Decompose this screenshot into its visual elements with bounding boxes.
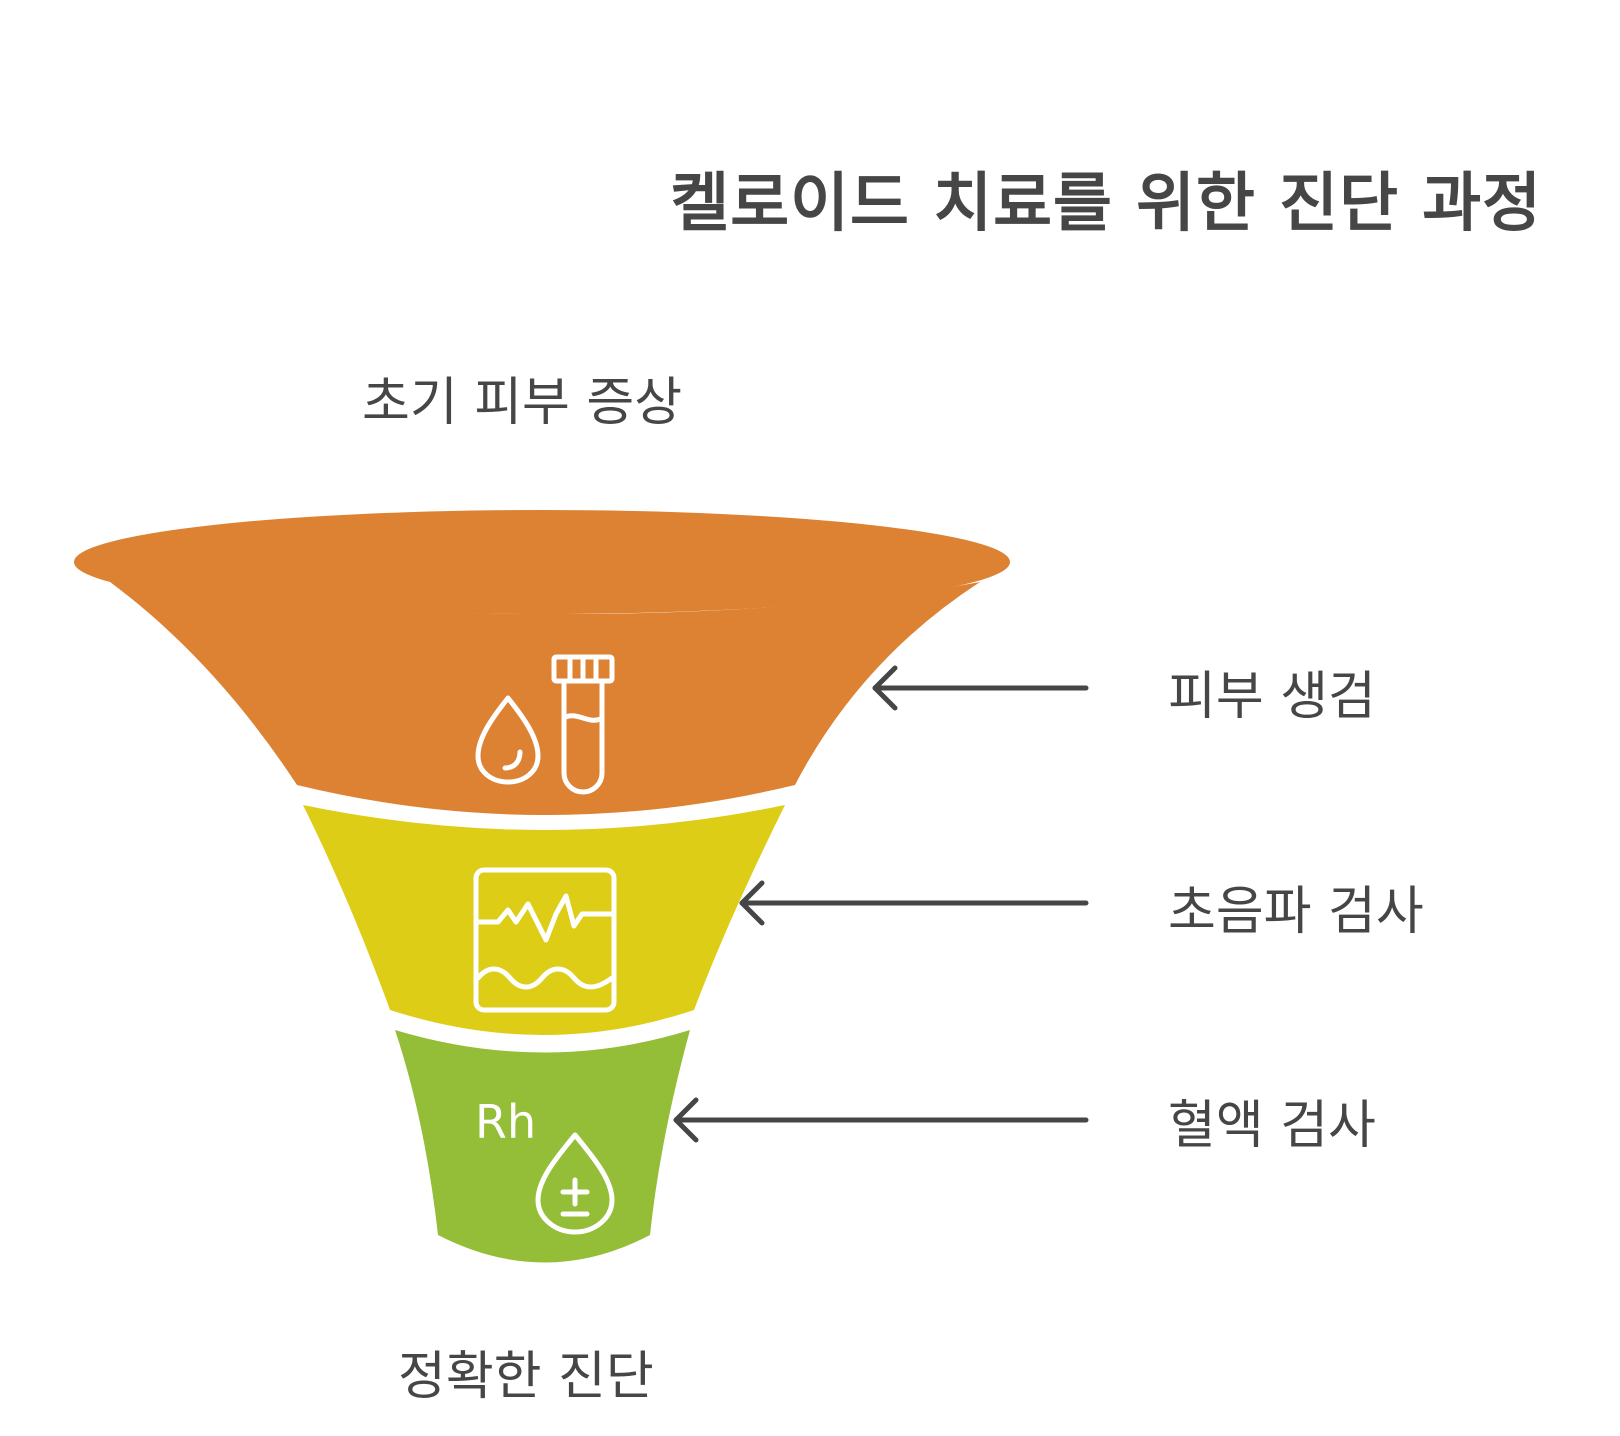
funnel-rim [74, 510, 1010, 614]
stage-label-blood-test: 혈액 검사 [1168, 1096, 1376, 1156]
arrow-ultrasound [739, 880, 1089, 926]
stage-label-ultrasound: 초음파 검사 [1168, 882, 1424, 942]
stage-label-skin-biopsy: 피부 생검 [1168, 667, 1376, 727]
rh-blood-type-icon: Rh [475, 1095, 615, 1235]
arrow-skin-biopsy [872, 665, 1089, 711]
funnel-bottom-label: 정확한 진단 [398, 1347, 654, 1407]
funnel-stage-skin-biopsy [110, 582, 980, 815]
funnel-top-label: 초기 피부 증상 [362, 373, 683, 433]
ultrasound-monitor-icon [473, 867, 617, 1013]
rh-icon-text: Rh [475, 1095, 536, 1149]
funnel-stage-blood-test [395, 1030, 690, 1263]
arrow-blood-test [673, 1097, 1089, 1143]
blood-drop-icon [475, 695, 541, 785]
funnel-stage-ultrasound [303, 805, 785, 1035]
diagram-title: 켈로이드 치료를 위한 진단 과정 [670, 167, 1542, 241]
test-tube-icon [551, 654, 615, 795]
